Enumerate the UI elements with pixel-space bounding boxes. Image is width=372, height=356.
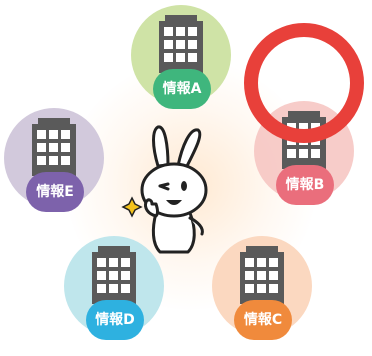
info-node-d: 情報D — [64, 236, 164, 356]
node-b-label: 情報B — [276, 165, 334, 205]
building-icon — [240, 246, 284, 304]
info-node-e: 情報E — [4, 108, 104, 228]
building-icon — [159, 15, 203, 73]
node-a-label: 情報A — [153, 69, 211, 109]
building-icon — [32, 118, 76, 176]
node-e-label: 情報E — [26, 172, 84, 212]
building-icon — [92, 246, 136, 304]
node-c-label: 情報C — [234, 300, 292, 340]
info-node-a: 情報A — [131, 5, 231, 125]
info-node-c: 情報C — [212, 236, 312, 356]
rabbit-mascot-thumbs-up-icon — [121, 125, 208, 254]
highlight-ring — [244, 23, 364, 143]
node-d-label: 情報D — [86, 300, 144, 340]
